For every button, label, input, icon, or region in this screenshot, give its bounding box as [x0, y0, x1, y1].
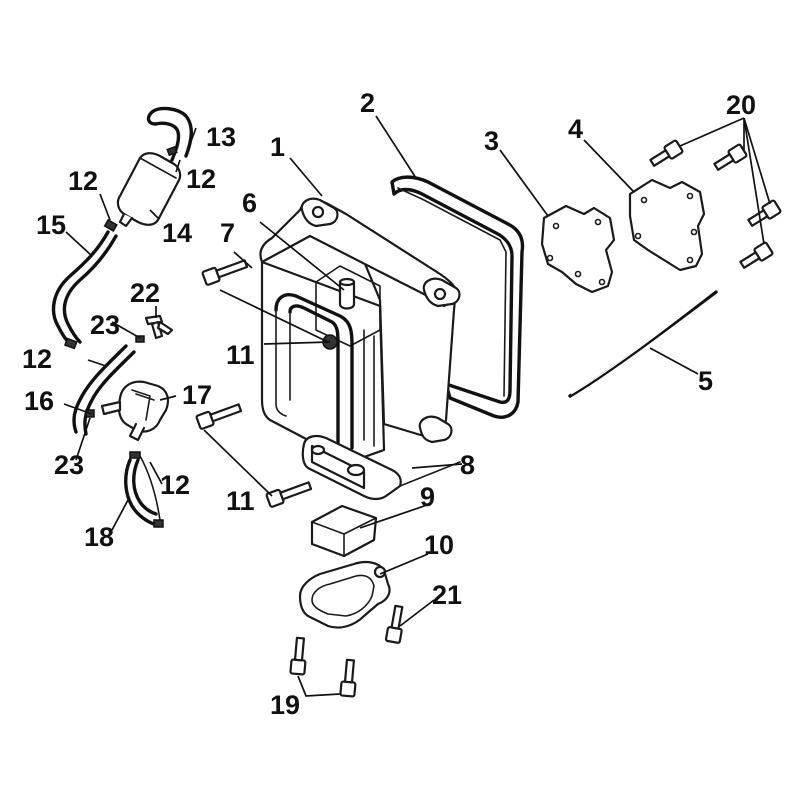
gasket-10: [298, 560, 391, 629]
leader-lines: [63, 115, 771, 697]
callout-10: 10: [424, 530, 454, 560]
callout-4: 4: [568, 114, 583, 144]
bolt-7: [201, 259, 249, 286]
callout-22: 22: [130, 278, 160, 308]
lower-housing: [301, 434, 461, 501]
thin-tube-5: [568, 289, 718, 398]
callout-13: 13: [206, 122, 236, 152]
callout-11-upper: 11: [226, 340, 255, 370]
cylinder-head-cover: [259, 197, 461, 464]
filter-block-9: [310, 504, 378, 558]
callout-15: 15: [36, 210, 66, 240]
cover-plate-3: [540, 204, 616, 294]
callout-23-lower: 23: [54, 450, 84, 480]
hose-16: [72, 344, 136, 436]
callout-12-mid: 12: [22, 344, 52, 374]
hose-13: [146, 106, 193, 162]
callout-6: 6: [242, 188, 257, 218]
cover-plate-4: [628, 178, 706, 272]
callout-14: 14: [162, 218, 192, 248]
callout-12-left: 12: [68, 166, 98, 196]
callout-9: 9: [420, 482, 435, 512]
valve-17: [100, 380, 169, 442]
callout-2: 2: [360, 88, 375, 118]
t-connector-22: [144, 314, 174, 340]
callout-1: 1: [270, 132, 285, 162]
callout-20: 20: [726, 90, 756, 120]
callout-12-top: 12: [186, 164, 216, 194]
callout-11-lower: 11: [226, 486, 255, 516]
bolts-20: [649, 139, 782, 269]
callout-7: 7: [220, 218, 235, 248]
callout-19: 19: [270, 690, 300, 720]
callout-3: 3: [484, 126, 499, 156]
hose-18: [124, 455, 161, 526]
callout-8: 8: [460, 450, 475, 480]
fuel-filter-14: [116, 152, 182, 228]
callout-21: 21: [432, 580, 462, 610]
callout-16: 16: [24, 386, 54, 416]
callout-5: 5: [698, 366, 713, 396]
bolts-19: [289, 636, 357, 698]
callout-numbers: 1 2 3 4 5 6 7 8 9 10 11 11 12 12 12 12 1…: [22, 88, 756, 720]
callout-17: 17: [182, 380, 212, 410]
callout-12-lower: 12: [160, 470, 190, 500]
callout-18: 18: [84, 522, 114, 552]
bolt-21: [384, 604, 404, 644]
callout-23-upper: 23: [90, 310, 120, 340]
